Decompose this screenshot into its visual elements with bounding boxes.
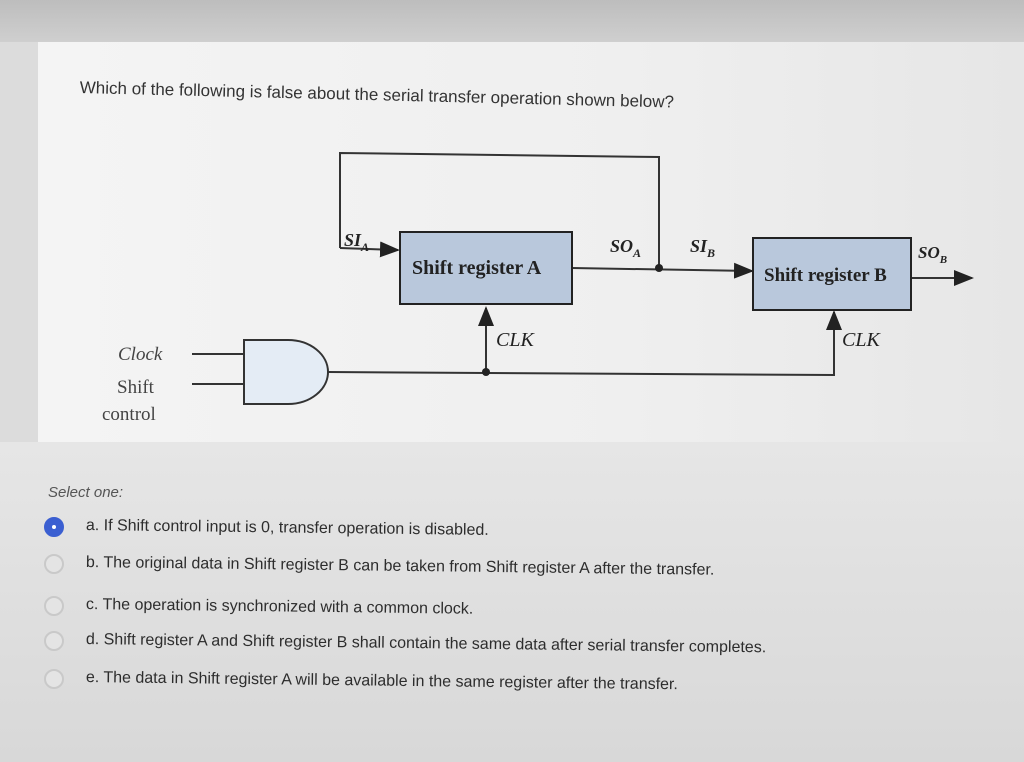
option-d-label: d. Shift register A and Shift register B… <box>85 631 767 657</box>
so-a-junction-dot <box>655 264 663 272</box>
shift-register-a-box <box>399 231 573 305</box>
control-input-label: control <box>102 404 156 425</box>
answer-area <box>0 442 1024 762</box>
option-a-radio[interactable] <box>44 517 64 537</box>
option-c-label: c. The operation is synchronized with a … <box>85 596 474 618</box>
and-gate <box>243 339 329 405</box>
screen-top-edge <box>0 0 1024 42</box>
so-b-label: SOB <box>918 243 947 266</box>
clk-junction-dot <box>482 368 490 376</box>
clk-a-label: CLK <box>496 329 535 351</box>
option-b-label: b. The original data in Shift register B… <box>85 554 715 579</box>
option-c[interactable]: c. The operation is synchronized with a … <box>44 592 1004 622</box>
option-c-radio[interactable] <box>44 596 64 616</box>
si-b-label: SIB <box>690 236 715 260</box>
shift-input-label: Shift <box>117 377 155 398</box>
option-a-label: a. If Shift control input is 0, transfer… <box>85 517 489 539</box>
option-e-radio[interactable] <box>44 669 64 689</box>
clk-b-label: CLK <box>842 329 881 351</box>
select-one-prompt: Select one: <box>48 484 124 501</box>
serial-transfer-diagram: Shift register A Shift register B SIA SO… <box>102 151 974 425</box>
clk-bus-wire <box>327 312 835 377</box>
feedback-wire <box>339 151 660 268</box>
register-b-label: Shift register B <box>764 265 887 286</box>
clock-input-label: Clock <box>118 344 163 365</box>
si-a-arrow <box>339 241 400 258</box>
wires <box>192 151 974 385</box>
register-a-label: Shift register A <box>412 257 542 279</box>
so-a-label: SOA <box>610 236 641 260</box>
si-a-label: SIA <box>344 230 369 254</box>
option-e[interactable]: e. The data in Shift register A will be … <box>44 665 1004 695</box>
option-e-label: e. The data in Shift register A will be … <box>85 669 678 694</box>
option-b[interactable]: b. The original data in Shift register B… <box>44 550 1004 580</box>
option-a[interactable]: a. If Shift control input is 0, transfer… <box>44 513 1004 543</box>
option-d-radio[interactable] <box>44 631 64 651</box>
option-b-radio[interactable] <box>44 554 64 574</box>
option-d[interactable]: d. Shift register A and Shift register B… <box>44 627 1004 657</box>
shift-register-b-box <box>752 237 912 311</box>
